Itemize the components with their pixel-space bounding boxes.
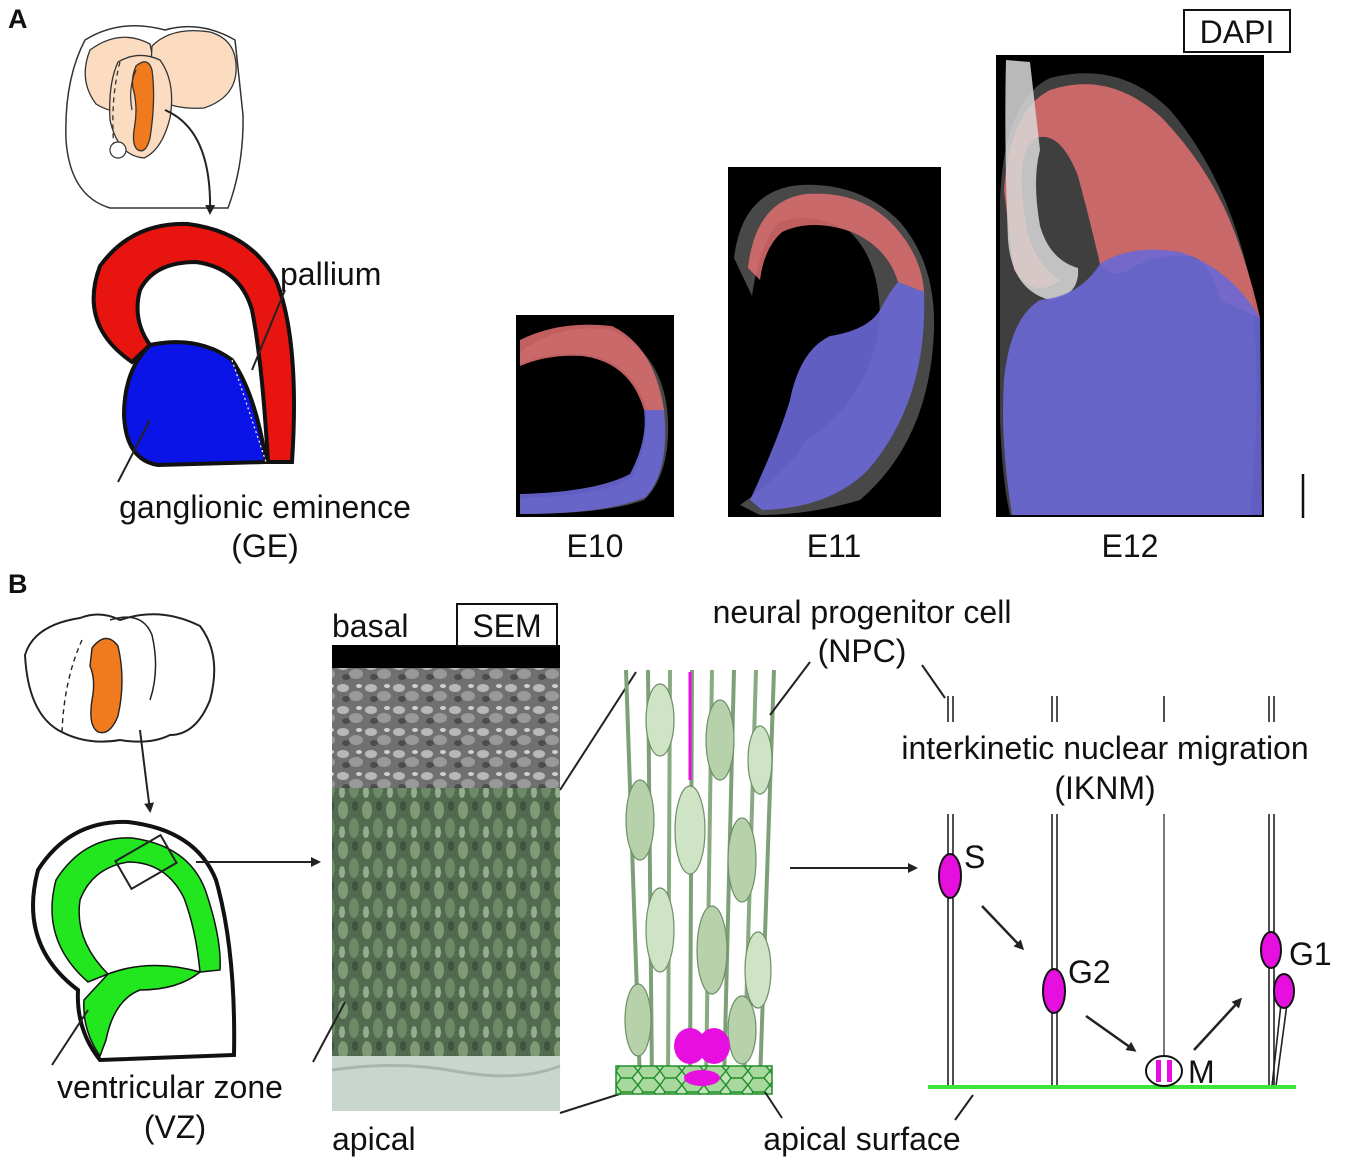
vz-region	[51, 837, 221, 983]
phase-label-m: M	[1188, 1054, 1215, 1090]
sem-vz-pointer	[312, 1001, 346, 1063]
panel-b-label: B	[8, 569, 28, 599]
npc-pointer-left	[769, 661, 811, 716]
phase-label-g1: G1	[1289, 936, 1332, 972]
iknm-label-line2: (IKNM)	[1054, 770, 1155, 806]
npc-pointer-right	[921, 664, 946, 699]
pallium-region	[91, 221, 296, 464]
pallium-label: pallium	[280, 256, 381, 292]
iknm-label-line1: interkinetic nuclear migration	[901, 730, 1308, 766]
basal-label: basal	[332, 608, 409, 644]
zoom-line-bottom	[559, 1091, 627, 1114]
nucleus-m	[1145, 1055, 1183, 1087]
apical-surface-label: apical surface	[763, 1121, 960, 1157]
brain-schematic-a	[65, 25, 244, 215]
zoom-line-top	[559, 671, 637, 791]
phase-label-s: S	[964, 839, 985, 875]
iknm-diagram	[928, 696, 1296, 1089]
apical-surface-pointer-left	[764, 1091, 783, 1119]
section-e11	[728, 167, 941, 517]
nucleus-g1-b	[1273, 973, 1295, 1009]
ge-label-line2: (GE)	[231, 528, 299, 564]
pallium-pointer	[251, 289, 286, 371]
vz-schematic	[31, 819, 321, 1066]
vz-label-line1: ventricular zone	[57, 1069, 283, 1105]
vz-label-line2: (VZ)	[144, 1109, 206, 1145]
stage-label-e11: E11	[807, 528, 862, 564]
pallium-ge-schematic	[91, 221, 296, 483]
sem-box	[456, 603, 558, 647]
brain-schematic-b	[23, 613, 216, 813]
npc-drawing	[615, 669, 776, 1095]
npc-label-line2: (NPC)	[818, 633, 907, 669]
dapi-box	[1183, 9, 1291, 53]
dapi-label: DAPI	[1200, 14, 1275, 50]
apical-label: apical	[332, 1121, 416, 1157]
sem-image	[331, 645, 561, 1111]
ge-label-line1: ganglionic eminence	[119, 489, 411, 525]
vz-pointer	[51, 1009, 89, 1066]
sem-label: SEM	[472, 608, 541, 644]
phase-label-g2: G2	[1068, 954, 1111, 990]
nucleus-g2	[1042, 968, 1066, 1014]
section-e10	[516, 315, 674, 517]
panel-a-label: A	[8, 4, 28, 34]
npc-label-line1: neural progenitor cell	[713, 594, 1012, 630]
apical-surface-pointer-right	[954, 1094, 974, 1121]
section-e12	[996, 55, 1264, 517]
sample-box	[114, 833, 178, 891]
ge-region	[121, 340, 269, 468]
nucleus-g1-a	[1260, 931, 1282, 969]
nucleus-s	[938, 853, 962, 899]
stage-label-e12: E12	[1102, 528, 1159, 564]
ge-pointer	[117, 419, 151, 483]
stage-label-e10: E10	[567, 528, 624, 564]
